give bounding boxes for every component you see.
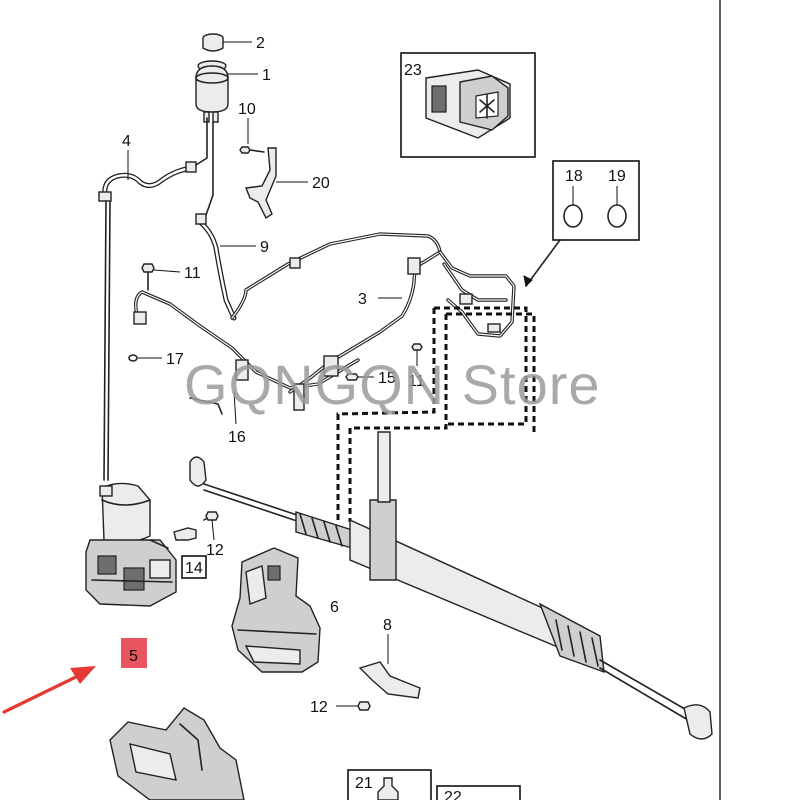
- callout-labels: 2 1 4 10 20 9 11 3 17 15 11 16 23 18 19 …: [122, 35, 626, 800]
- part-21-box: [347, 769, 432, 800]
- pump-bracket-part: [231, 547, 321, 673]
- bolt-12-upper-part: [205, 511, 219, 541]
- store-watermark: GQNGQN Store: [184, 353, 601, 416]
- callout-4: 4: [122, 133, 131, 150]
- callout-11-center: 11: [408, 373, 425, 390]
- o-ring-17-part: [128, 354, 162, 362]
- callout-16: 16: [228, 429, 246, 446]
- seal-callout-arrow: [523, 239, 561, 288]
- bracket-bolt-part: [239, 118, 265, 154]
- mounting-bracket-part: [245, 147, 308, 220]
- bolt-12-lower-part: [336, 701, 371, 711]
- callout-18: 18: [565, 168, 583, 185]
- lower-mount-bracket-part: [109, 707, 245, 800]
- steering-rack-part: [189, 431, 713, 740]
- part-5-highlight: [121, 638, 147, 668]
- callout-11-left: 11: [184, 265, 201, 282]
- callout-22: 22: [444, 789, 462, 800]
- callout-8: 8: [383, 617, 392, 634]
- callout-12-upper: 12: [206, 542, 224, 559]
- feed-hose-part: [98, 117, 208, 481]
- callout-21: 21: [355, 775, 373, 792]
- callout-5: 5: [129, 648, 138, 665]
- fluid-reservoir-part: [195, 60, 258, 123]
- part-22-box: [436, 785, 521, 800]
- callout-14: 14: [185, 560, 203, 577]
- callout-9: 9: [260, 239, 269, 256]
- callout-15: 15: [378, 370, 396, 387]
- lower-return-pipe-part: [133, 290, 360, 425]
- callout-6: 6: [330, 599, 339, 616]
- center-bolt-11-part: [411, 343, 423, 366]
- part-23-box: [400, 52, 536, 158]
- rack-bracket-part: [358, 634, 421, 699]
- red-pointer-arrow: [2, 666, 96, 714]
- callout-10: 10: [238, 101, 256, 118]
- part-14-box: [181, 555, 207, 579]
- callout-12-lower: 12: [310, 699, 328, 716]
- pressure-line-part: [230, 232, 442, 394]
- callout-1: 1: [262, 67, 271, 84]
- steering-pump-part: [85, 482, 215, 607]
- reservoir-cap-part: [202, 33, 252, 52]
- part-18-19-box: [552, 160, 640, 241]
- return-hose-part: [195, 121, 256, 321]
- callout-17: 17: [166, 351, 184, 368]
- callout-19: 19: [608, 168, 626, 185]
- center-bolt-part: [345, 373, 374, 381]
- callout-3: 3: [358, 291, 367, 308]
- left-bolt-part: [141, 263, 181, 291]
- routing-dashed-path: [336, 306, 536, 522]
- rack-pipe-section: [438, 250, 516, 338]
- callout-2: 2: [256, 35, 265, 52]
- callout-23: 23: [404, 62, 422, 79]
- callout-20: 20: [312, 175, 330, 192]
